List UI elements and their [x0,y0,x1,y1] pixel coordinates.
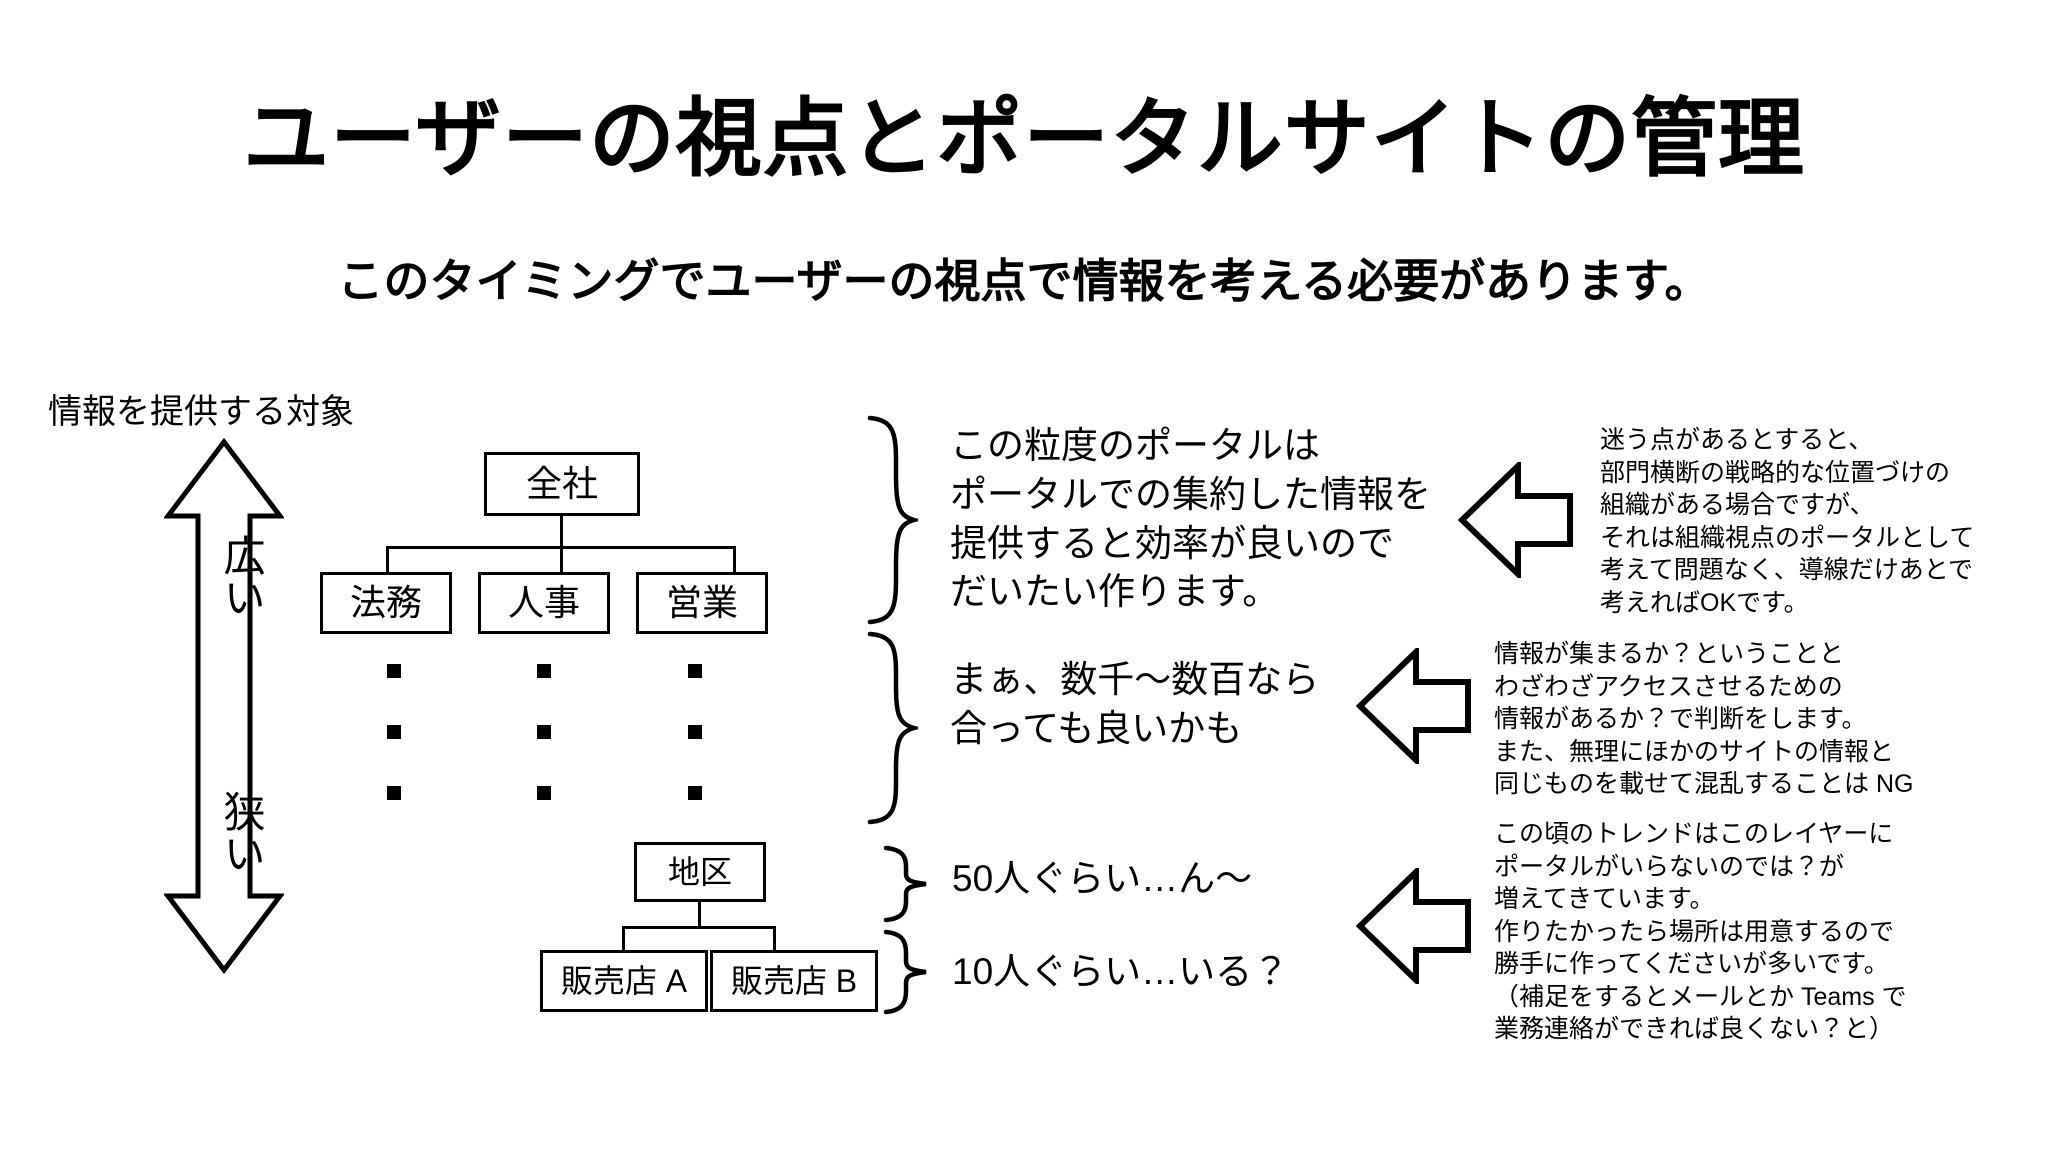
callout-tier4: 10人ぐらい…いる？ [952,951,1290,992]
org-node-root-bottom: 地区 [634,842,766,902]
ellipsis-dot [387,786,401,800]
axis-top-label: 広い [218,534,265,618]
ellipsis-dot [688,664,702,678]
ellipsis-dot [387,725,401,739]
org-connector-drop-store-b [773,926,776,952]
curly-brace-right-icon [882,928,930,1016]
page-subtitle: このタイミングでユーザーの視点で情報を考える必要があります。 [337,255,1711,307]
ellipsis-dot [537,664,551,678]
org-connector-drop-sales [733,546,736,574]
org-node-store-b: 販売店 B [710,950,878,1012]
block-arrow-left-icon [1458,462,1574,578]
callout-tier2: まぁ、数千〜数百なら 合っても良いかも [950,659,1320,749]
callout-tier1: この粒度のポータルは ポータルでの集約した情報を 提供すると効率が良いので だい… [950,425,1431,613]
callout-tier3: 50人ぐらい…ん〜 [952,858,1253,899]
org-connector-bus-bottom [622,926,776,929]
ellipsis-dot [387,664,401,678]
note-strategic-org: 迷う点があるとすると、 部門横断の戦略的な位置づけの 組織がある場合ですが、 そ… [1600,426,1975,617]
org-connector-drop-hr [560,546,563,574]
axis-caption: 情報を提供する対象 [48,393,354,431]
note-recent-trend: この頃のトレンドはこのレイヤーに ポータルがいらないのでは？が 増えてきています… [1494,820,1907,1043]
org-node-root-top: 全社 [484,452,640,516]
axis-bottom-label: 狭い [218,790,265,874]
org-connector-drop-store-a [622,926,625,952]
org-connector-root-stem-top [560,516,563,548]
ellipsis-dot [537,786,551,800]
org-node-store-a: 販売店 A [540,950,708,1012]
org-connector-root-stem-bottom [698,902,701,928]
curly-brace-right-icon [862,630,918,826]
note-info-aggregation: 情報が集まるか？ということと わざわざアクセスさせるための 情報があるか？で判断… [1494,640,1914,798]
block-arrow-left-icon [1356,868,1472,984]
double-arrow-vertical-icon [164,438,284,974]
ellipsis-dot [688,786,702,800]
block-arrow-left-icon [1356,648,1472,764]
page-title: ユーザーの視点とポータルサイトの管理 [243,91,1805,187]
curly-brace-right-icon [882,844,930,924]
ellipsis-dot [537,725,551,739]
org-node-legal: 法務 [320,572,452,634]
org-connector-drop-legal [386,546,389,574]
org-node-hr: 人事 [478,572,610,634]
org-node-sales: 営業 [636,572,768,634]
ellipsis-dot [688,725,702,739]
curly-brace-right-icon [862,414,918,626]
